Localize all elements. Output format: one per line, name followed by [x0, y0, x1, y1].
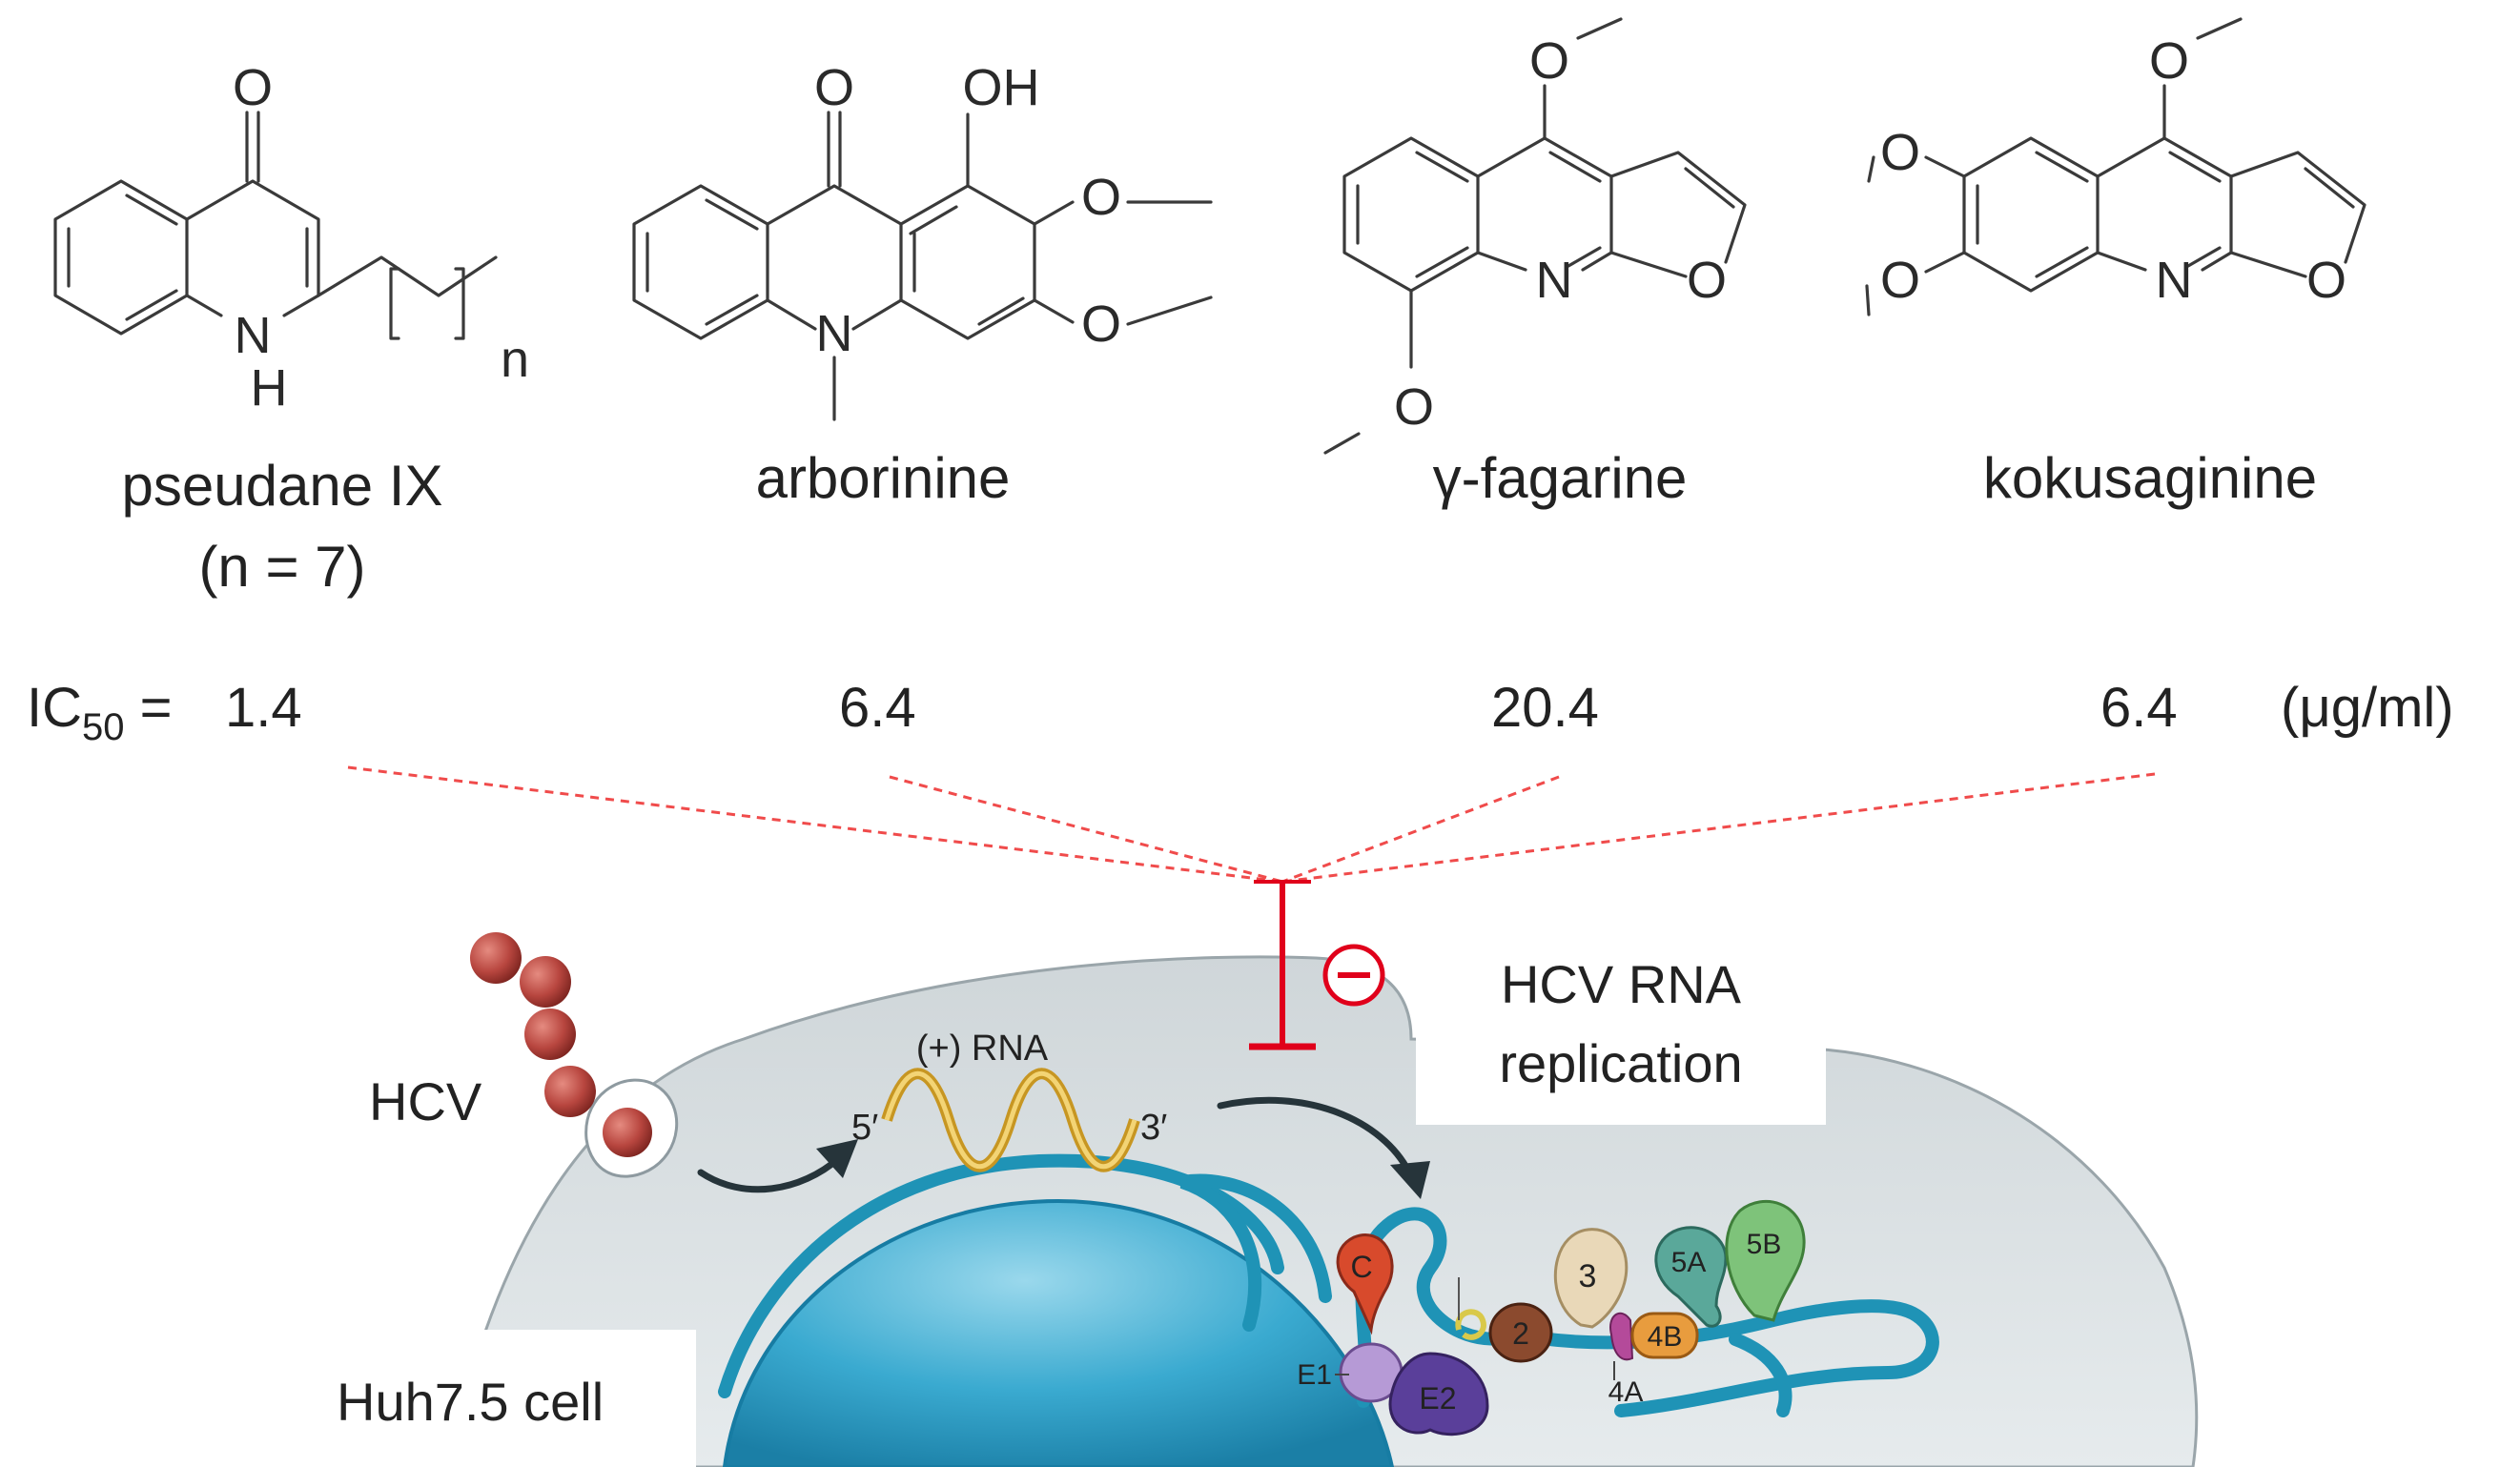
- ic50-pseudane: 1.4: [225, 677, 302, 739]
- protein-e2-label: E2: [1419, 1381, 1456, 1416]
- protein-c-label: C: [1350, 1250, 1372, 1284]
- dashed-line-fagarine: [1281, 775, 1560, 884]
- atom-oh: OH: [963, 59, 1040, 116]
- translation-arrowhead: [1390, 1161, 1430, 1199]
- three-prime-label: 3′: [1140, 1108, 1167, 1148]
- protein-ns4b-label: 4B: [1648, 1321, 1683, 1353]
- dashed-line-kokusaginine: [1281, 772, 2156, 884]
- structure-pseudane-ix: O N H n: [53, 59, 529, 417]
- cell-label: Huh7.5 cell: [337, 1372, 604, 1432]
- rna-strand: [881, 1068, 1140, 1172]
- inhibition-lines: [347, 765, 2156, 884]
- atom-o: O: [1081, 295, 1121, 353]
- compound-name-kokusaginine: kokusaginine: [1983, 446, 2317, 510]
- protein-ns4a-label: 4A: [1608, 1376, 1644, 1408]
- atom-o: O: [1880, 252, 1920, 309]
- ic50-unit: (μg/ml): [2281, 677, 2454, 739]
- subscript-n: n: [501, 331, 529, 388]
- atom-n: N: [1536, 252, 1573, 309]
- ic50-label: IC50 =: [27, 677, 173, 748]
- atom-o: O: [1081, 169, 1121, 226]
- compound-note-pseudane: (n = 7): [198, 535, 365, 599]
- virion: [470, 932, 522, 984]
- dashed-line-arborinine: [889, 775, 1283, 884]
- structure-kokusaginine: O N O O O: [1865, 17, 2366, 316]
- atom-o: O: [1394, 378, 1434, 436]
- compound-name-pseudane: pseudane IX: [122, 454, 443, 518]
- replication-label-line2: replication: [1499, 1033, 1742, 1093]
- ic50-kokusaginine: 6.4: [2100, 677, 2178, 739]
- compound-name-arborinine: arborinine: [756, 446, 1011, 510]
- translation-arrow: [1217, 1096, 1413, 1176]
- virion: [524, 1009, 576, 1060]
- protein-ns3-label: 3: [1579, 1258, 1597, 1294]
- hcv-label: HCV: [369, 1071, 482, 1131]
- replication-label-box: [1416, 944, 1826, 1125]
- protein-ns5b-label: 5B: [1747, 1229, 1782, 1260]
- protein-ns5a-label: 5A: [1671, 1247, 1707, 1278]
- atom-o: O: [2149, 32, 2189, 90]
- hcv-virions: [470, 932, 652, 1157]
- atom-n: N: [816, 305, 853, 362]
- rna-label: (+) RNA: [916, 1029, 1049, 1069]
- atom-o: O: [233, 59, 273, 116]
- atom-o: O: [814, 59, 854, 116]
- replication-label-line1: HCV RNA: [1501, 954, 1742, 1014]
- atom-o: O: [1529, 32, 1569, 90]
- structure-gamma-fagarine: O N O O: [1323, 17, 1747, 455]
- virion: [544, 1066, 596, 1117]
- dashed-line-pseudane: [347, 765, 1283, 884]
- nucleus: [722, 1198, 1395, 1467]
- compound-name-fagarine: γ-fagarine: [1433, 446, 1688, 510]
- hcv-polyprotein: C E1 E2 2 3 4A 4B 5A 5B: [1297, 1200, 1806, 1436]
- atom-n: N: [2156, 252, 2193, 309]
- virion: [603, 1108, 652, 1157]
- structure-arborinine: O OH N O O: [632, 59, 1213, 421]
- atom-o: O: [2306, 252, 2346, 309]
- ic50-arborinine: 6.4: [839, 677, 916, 739]
- huh7-cell: C E1 E2 2 3 4A 4B 5A 5B: [446, 955, 2199, 1467]
- atom-o: O: [1880, 124, 1920, 181]
- protein-ns2-label: 2: [1512, 1316, 1529, 1351]
- atom-n: N: [235, 307, 272, 364]
- atom-h: H: [251, 359, 288, 417]
- virion: [520, 956, 571, 1008]
- entry-arrow: [697, 1154, 843, 1193]
- ic50-fagarine: 20.4: [1491, 677, 1599, 739]
- entry-arrowhead: [816, 1139, 858, 1178]
- five-prime-label: 5′: [851, 1108, 878, 1148]
- ic50-row: IC50 = 1.4 6.4 20.4 6.4 (μg/ml): [27, 677, 2454, 748]
- cell-label-box: [315, 1330, 696, 1467]
- protein-e1-label: E1: [1297, 1359, 1332, 1391]
- atom-o: O: [1687, 252, 1727, 309]
